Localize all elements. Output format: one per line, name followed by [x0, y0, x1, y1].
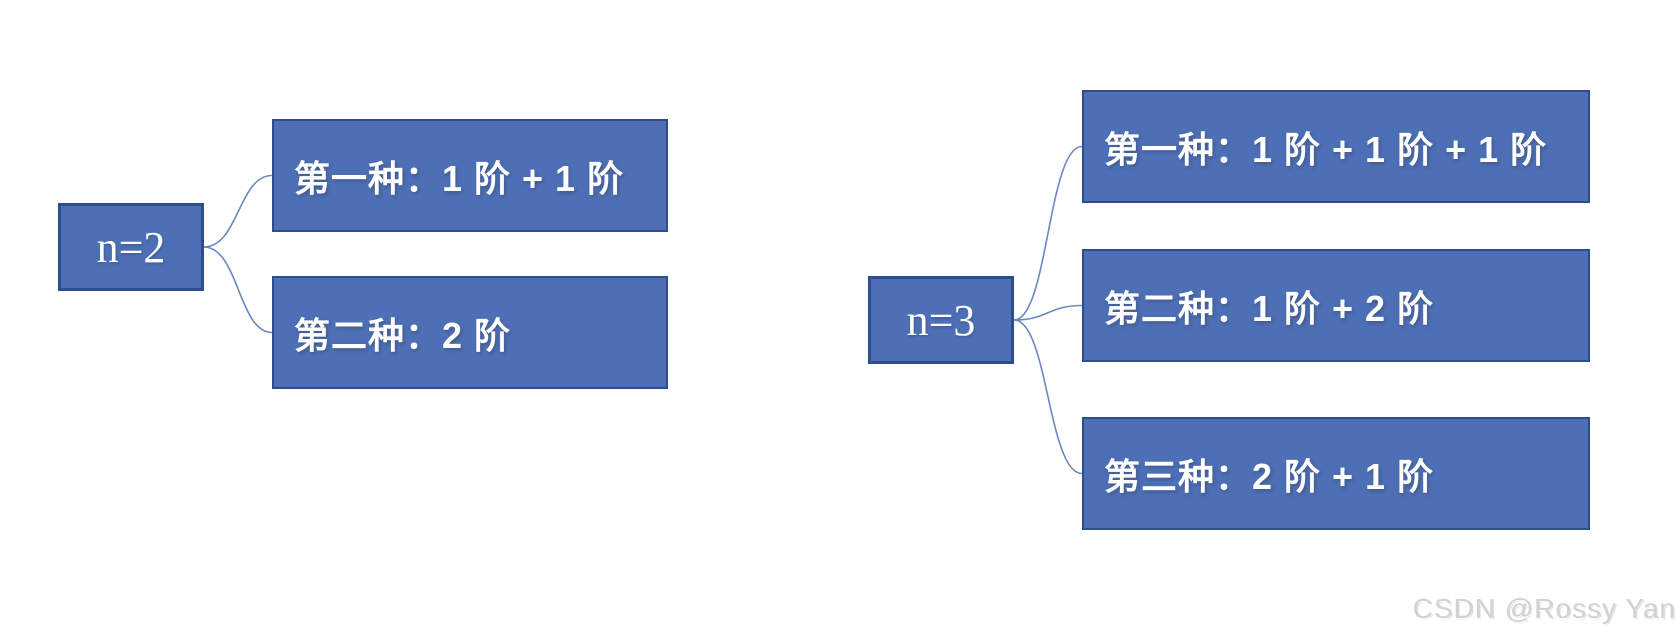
n2-option1-box: 第一种：1 阶 + 1 阶 [272, 119, 668, 232]
connector-n3-to-option2 [1013, 304, 1083, 321]
connector-n3-to-option3 [1013, 319, 1083, 475]
csdn-watermark: CSDN @Rossy Yan [1412, 593, 1676, 624]
n3-option3-label: 第三种：2 阶 + 1 阶 [1104, 455, 1435, 497]
n2-option1-label: 第一种：1 阶 + 1 阶 [294, 157, 625, 199]
n2-option2-box: 第二种：2 阶 [272, 276, 668, 389]
n2-option2-label: 第二种：2 阶 [294, 314, 512, 356]
connector-n2-to-option1 [203, 174, 273, 248]
n3-option1-box: 第一种：1 阶 + 1 阶 + 1 阶 [1082, 90, 1590, 203]
n3-root-label: n=3 [906, 295, 976, 345]
connector-n2-to-option2 [203, 246, 273, 334]
n3-root-box: n=3 [868, 276, 1014, 364]
n2-root-box: n=2 [58, 203, 204, 291]
n3-option3-box: 第三种：2 阶 + 1 阶 [1082, 417, 1590, 530]
connector-n3-to-option1 [1013, 145, 1083, 321]
n3-option2-label: 第二种：1 阶 + 2 阶 [1104, 287, 1435, 329]
n3-option2-box: 第二种：1 阶 + 2 阶 [1082, 249, 1590, 362]
n2-root-label: n=2 [96, 222, 166, 272]
n3-option1-label: 第一种：1 阶 + 1 阶 + 1 阶 [1104, 128, 1548, 170]
